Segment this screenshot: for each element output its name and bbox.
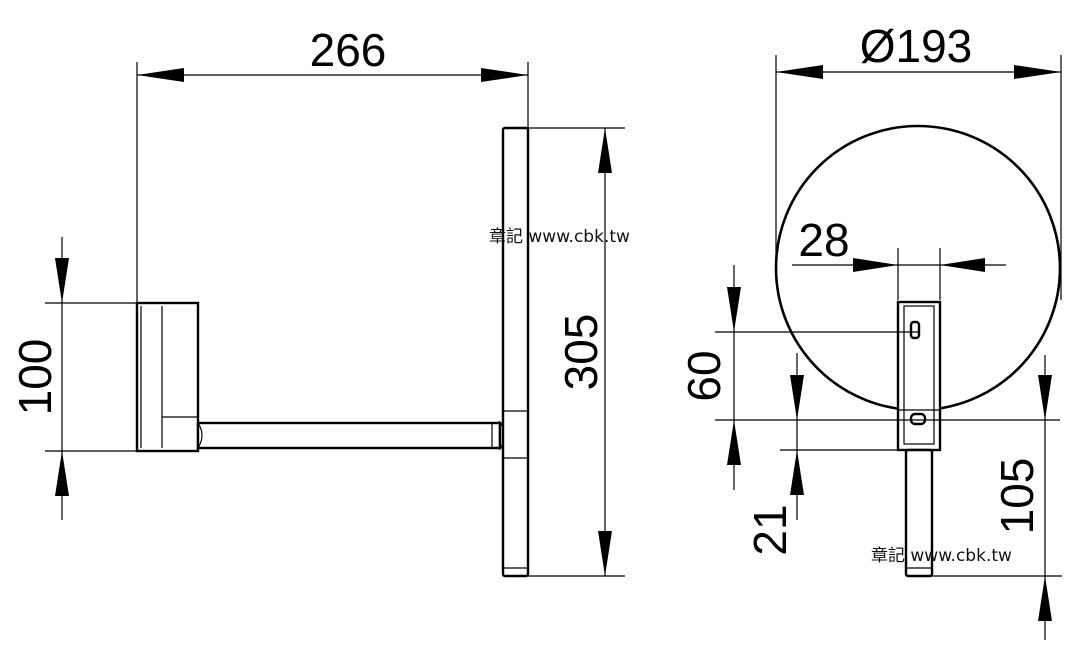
mounting-plate: [896, 300, 942, 452]
dimension-100: 100: [9, 237, 137, 520]
wall-mount-block: [135, 301, 200, 453]
watermark-front: 章記 www.cbk.tw: [871, 546, 1012, 566]
dimension-266: 266: [136, 24, 529, 302]
dimension-28: 28: [792, 214, 1006, 300]
side-view: 266 100: [9, 24, 630, 578]
dimension-60: 60: [678, 265, 1060, 490]
mount-height-dimension-label: 100: [9, 339, 61, 416]
plate-height-dimension-label: 60: [678, 350, 730, 401]
dimension-105: 105: [932, 355, 1062, 640]
dimension-305: 305: [528, 127, 625, 577]
dimension-21: 21: [744, 353, 898, 556]
center-height-dimension-label: 105: [991, 458, 1043, 535]
diameter-dimension-label: Ø193: [860, 20, 973, 72]
arm-width-dimension-label: 28: [798, 214, 849, 266]
offset-dimension-label: 21: [744, 504, 796, 555]
watermark-side: 章記 www.cbk.tw: [489, 227, 630, 247]
horizontal-arm: [196, 420, 518, 451]
front-view: Ø193 28: [678, 20, 1062, 640]
mirror-height-dimension-label: 305: [555, 314, 607, 391]
dimension-diameter: Ø193: [775, 20, 1062, 300]
support-stem: [904, 448, 934, 578]
width-dimension-label: 266: [310, 24, 387, 76]
mirror-edge: [501, 126, 530, 578]
